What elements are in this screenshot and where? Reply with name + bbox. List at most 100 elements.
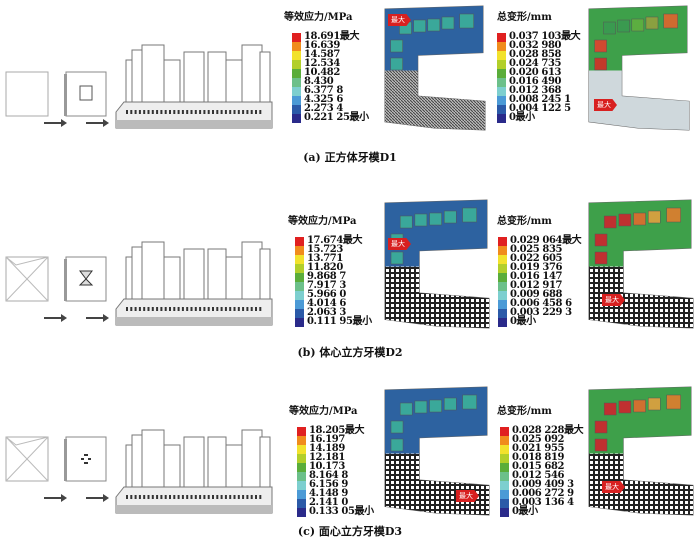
deformation-legend-title: 总变形/mm — [497, 406, 552, 417]
colorbar-bin — [295, 282, 304, 291]
legend-value: 6.377 8 — [304, 85, 343, 96]
arrow-icon — [86, 314, 109, 322]
legend-value: 0.020 613 — [509, 67, 562, 78]
deformation-contour-map — [588, 199, 694, 329]
colorbar-bin — [292, 69, 301, 78]
colorbar-bin — [497, 42, 506, 51]
colorbar-bin — [498, 309, 507, 318]
colorbar-bin — [292, 60, 301, 69]
legend-value: 0.009 409 3 — [512, 479, 574, 490]
max-marker: 最大 — [602, 294, 625, 306]
arrow-icon — [44, 494, 67, 502]
colorbar-bin — [497, 60, 506, 69]
colorbar-bin — [498, 318, 507, 327]
max-marker: 最大 — [456, 490, 479, 502]
legend-value: 10.482 — [304, 67, 340, 78]
legend-value: 0.111 95最小 — [307, 316, 372, 327]
dental-model-image — [115, 241, 273, 326]
stress-contour-map — [384, 386, 490, 516]
stress-legend-title: 等效应力/MPa — [284, 12, 353, 23]
row-caption: (c) 面心立方牙模D3 — [297, 525, 403, 538]
legend-value: 5.966 0 — [307, 289, 346, 300]
deformation-legend-title: 总变形/mm — [497, 216, 552, 227]
colorbar-bin — [295, 309, 304, 318]
unit-cell-cut-icon — [64, 256, 107, 302]
arrow-icon — [44, 314, 67, 322]
dental-model-image — [115, 44, 273, 129]
legend-value: 0.024 735 — [509, 58, 562, 69]
legend-value: 14.587 — [304, 49, 340, 60]
colorbar-bin — [297, 445, 306, 454]
legend-value: 0.025 092 — [512, 434, 565, 445]
arrow-icon — [86, 494, 109, 502]
legend-value: 0.003 136 4 — [512, 497, 574, 508]
colorbar-bin — [500, 436, 509, 445]
colorbar-bin — [297, 472, 306, 481]
colorbar-bin — [500, 481, 509, 490]
legend-value: 18.205最大 — [309, 425, 365, 436]
max-marker: 最大 — [388, 14, 411, 26]
colorbar-bin — [292, 96, 301, 105]
legend-value: 12.181 — [309, 452, 345, 463]
deformation-contour-map — [588, 386, 694, 516]
legend-value: 4.014 6 — [307, 298, 346, 309]
colorbar-bin — [295, 237, 304, 246]
max-marker: 最大 — [594, 99, 617, 111]
legend-value: 0.016 490 — [509, 76, 562, 87]
colorbar-bin — [497, 51, 506, 60]
colorbar-bin — [497, 114, 506, 123]
colorbar-bin — [498, 237, 507, 246]
stress-legend-title: 等效应力/MPa — [288, 216, 357, 227]
legend-value: 0.008 245 1 — [509, 94, 571, 105]
legend-value: 15.723 — [307, 244, 343, 255]
legend-value: 2.141 0 — [309, 497, 348, 508]
legend-value: 0.021 955 — [512, 443, 565, 454]
legend-value: 0.003 229 3 — [510, 307, 572, 318]
legend-value: 13.771 — [307, 253, 343, 264]
colorbar-bin — [500, 445, 509, 454]
stress-contour-map — [384, 199, 490, 329]
row-caption: (b) 体心立方牙模D2 — [297, 346, 403, 359]
colorbar-bin — [292, 33, 301, 42]
legend-value: 18.691最大 — [304, 31, 360, 42]
stress-legend-title: 等效应力/MPa — [289, 406, 358, 417]
colorbar-bin — [295, 246, 304, 255]
colorbar-bin — [292, 87, 301, 96]
max-marker: 最大 — [602, 481, 625, 493]
legend-value: 0.029 064最大 — [510, 235, 582, 246]
legend-value: 0.015 682 — [512, 461, 565, 472]
colorbar-bin — [292, 78, 301, 87]
colorbar-bin — [500, 427, 509, 436]
colorbar-bin — [500, 499, 509, 508]
legend-value: 0.037 103最大 — [509, 31, 581, 42]
legend-value: 0.032 980 — [509, 40, 562, 51]
legend-value: 0.012 368 — [509, 85, 562, 96]
colorbar-bin — [297, 454, 306, 463]
dental-model-image — [115, 429, 273, 514]
legend-value: 0.028 858 — [509, 49, 562, 60]
legend-value: 12.534 — [304, 58, 340, 69]
legend-value: 4.148 9 — [309, 488, 348, 499]
colorbar-bin — [297, 481, 306, 490]
legend-value: 0.012 917 — [510, 280, 563, 291]
colorbar-bin — [292, 51, 301, 60]
stress-colorbar — [295, 237, 304, 327]
colorbar-bin — [297, 427, 306, 436]
colorbar-bin — [295, 300, 304, 309]
stress-colorbar — [297, 427, 306, 517]
colorbar-bin — [498, 291, 507, 300]
colorbar-bin — [292, 114, 301, 123]
legend-value: 0.006 272 9 — [512, 488, 574, 499]
colorbar-bin — [297, 508, 306, 517]
legend-value: 6.156 9 — [309, 479, 348, 490]
legend-value: 2.063 3 — [307, 307, 346, 318]
colorbar-bin — [295, 255, 304, 264]
colorbar-bin — [497, 69, 506, 78]
colorbar-bin — [497, 33, 506, 42]
colorbar-bin — [500, 490, 509, 499]
colorbar-bin — [297, 463, 306, 472]
